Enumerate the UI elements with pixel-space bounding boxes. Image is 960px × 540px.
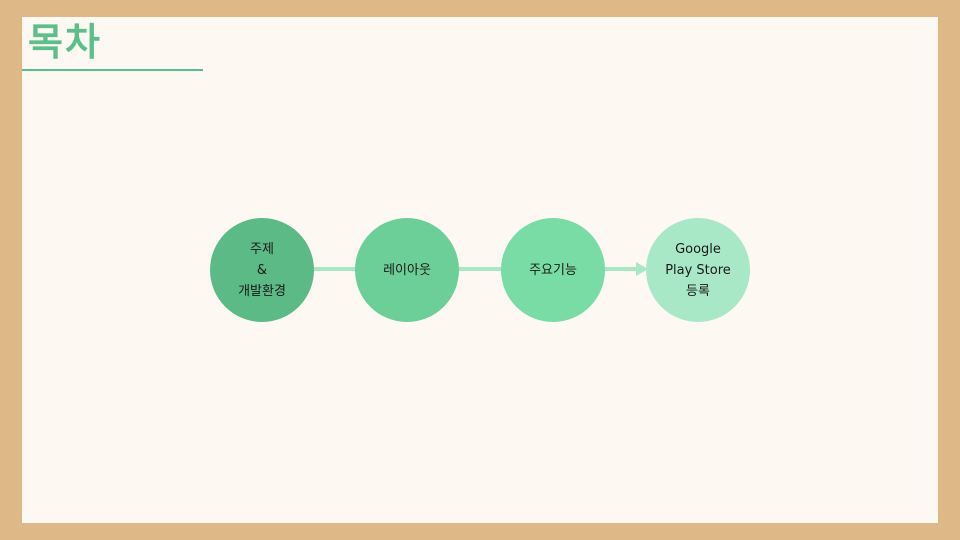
slide: 목차 주제 & 개발환경 레이아웃 주요기능 Google Play Store…: [22, 17, 938, 523]
connector-1-2: [310, 267, 360, 271]
process-diagram: 주제 & 개발환경 레이아웃 주요기능 Google Play Store 등록: [22, 17, 938, 523]
step-label-2: 레이아웃: [383, 262, 431, 278]
step-label-4: Google Play Store 등록: [665, 241, 731, 299]
step-node-3: 주요기능: [501, 218, 605, 322]
step-label-1: 주제 & 개발환경: [238, 241, 286, 299]
step-node-4: Google Play Store 등록: [646, 218, 750, 322]
connector-2-3: [456, 267, 506, 271]
step-label-3: 주요기능: [529, 262, 577, 278]
connector-3-4: [602, 267, 638, 271]
step-node-1: 주제 & 개발환경: [210, 218, 314, 322]
step-node-2: 레이아웃: [355, 218, 459, 322]
arrowhead: [636, 262, 648, 276]
title-underline: [22, 69, 203, 71]
slide-title: 목차: [28, 20, 102, 64]
